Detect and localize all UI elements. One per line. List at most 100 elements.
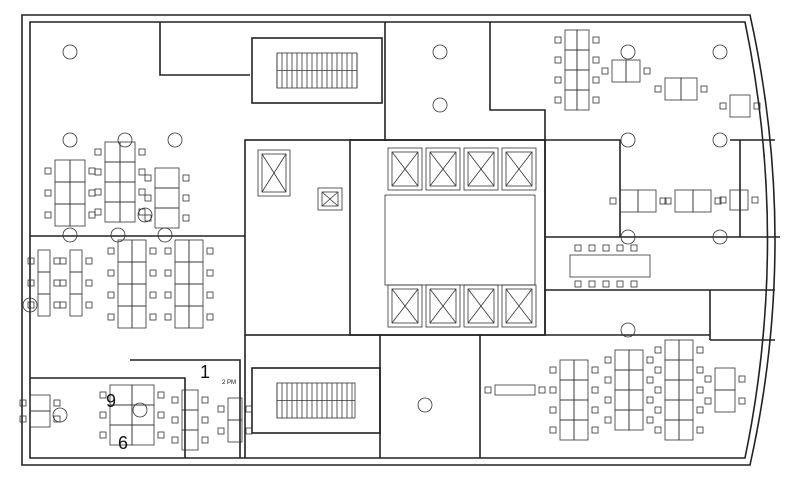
chair-icon [53,257,61,265]
desk [104,181,121,203]
chair-icon [94,188,102,196]
chair-icon [149,247,157,255]
desk-cluster [54,159,86,227]
desk-cluster [29,394,51,428]
chair-icon [53,399,61,407]
chair-icon [696,406,704,414]
desk [119,161,136,183]
desk [664,359,680,381]
room-label-9: 9 [106,391,116,411]
chair-icon [630,244,638,252]
desk [664,379,680,401]
chair-icon [719,196,727,204]
column-circle [22,297,38,313]
desk [69,181,86,205]
desk [664,339,680,361]
chair-icon [630,280,638,288]
desk [54,181,71,205]
chair-icon [602,280,610,288]
stair [251,367,381,434]
chair-icon [206,269,214,277]
desk-cluster [564,29,590,111]
desk [117,261,133,285]
chair-icon [171,396,179,404]
chair-icon [751,196,759,204]
desk [69,249,83,273]
elevator [501,147,537,191]
desk [559,359,575,381]
column-circle [620,132,636,148]
elevator-cross [391,288,419,324]
desk [678,419,694,441]
chair-icon [94,168,102,176]
desk [174,239,190,263]
elevator-car [425,147,461,191]
chair-icon [646,356,654,364]
desk-cluster [729,94,751,118]
column-circle [417,397,433,413]
column-circle [110,227,126,243]
desk [117,239,133,263]
desk [174,283,190,307]
desk [131,239,147,263]
desk [625,59,641,83]
chair-icon [588,280,596,288]
chair-icon [88,211,96,219]
elevator [257,149,291,197]
chair-icon [164,269,172,277]
chair-icon [659,197,667,205]
chair-icon [19,399,27,407]
desk [154,187,180,209]
desk [131,283,147,307]
desk-cluster [611,59,641,83]
chair-icon [182,214,190,222]
desk [564,49,578,71]
chair-icon [654,386,662,394]
column-circle [432,97,448,113]
desk [628,409,644,431]
chair-icon [696,346,704,354]
chair-icon [591,406,599,414]
elevator-cross [505,151,533,187]
chair-icon [201,436,209,444]
desk-cluster [619,189,657,213]
chair-icon [646,396,654,404]
chair-icon [164,313,172,321]
desk [573,419,589,441]
desk [714,367,736,391]
chair-icon [182,174,190,182]
elevator-cross [429,288,457,324]
chair-icon [604,416,612,424]
column-circle [117,132,133,148]
desk [573,399,589,421]
desk [131,305,147,329]
desk [227,419,243,443]
room-label-2pm: 2 PM [222,380,236,386]
chair-icon [616,280,624,288]
desk [117,283,133,307]
elevator [501,284,537,328]
elevator-cross [467,151,495,187]
elevator-inner [261,153,287,193]
elevator [425,284,461,328]
desk [69,159,86,183]
chair-icon [144,174,152,182]
chair-icon [592,36,600,44]
elevator-cross [429,151,457,187]
column-circle [712,132,728,148]
desk [664,77,682,101]
desk-cluster [664,77,698,101]
chair-icon [171,416,179,424]
elevator-car [387,284,423,328]
chair-icon [643,67,651,75]
desk [678,399,694,421]
chair-icon [44,189,52,197]
chair-icon [738,397,746,405]
chair-icon [182,194,190,202]
chair-icon [99,431,107,439]
elevator-cross [391,151,419,187]
elevator-cross [467,288,495,324]
desk [564,29,578,51]
desk [692,189,712,213]
